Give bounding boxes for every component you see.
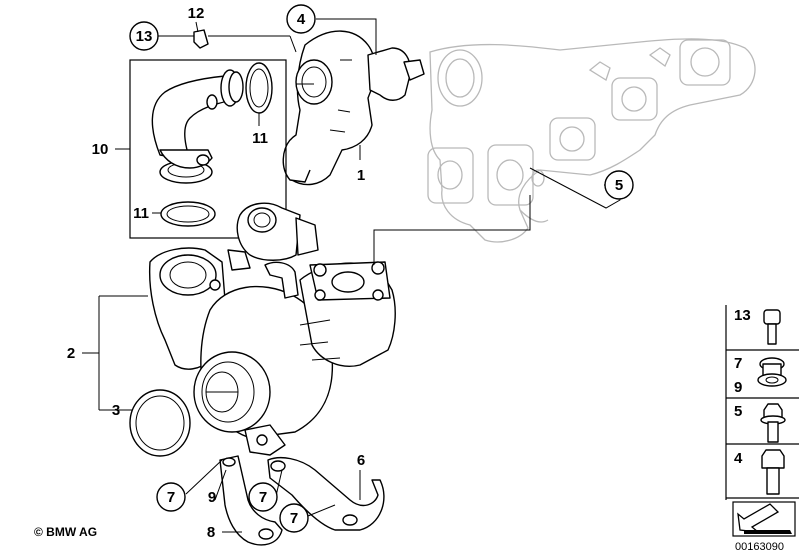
callout-7-right: 7 — [279, 503, 309, 533]
direction-arrow-icon — [732, 501, 796, 537]
callout-11-lower: 11 — [133, 205, 149, 222]
svg-text:10: 10 — [92, 141, 109, 158]
svg-text:11: 11 — [252, 130, 268, 147]
callout-4: 4 — [286, 4, 316, 34]
callout-1: 1 — [357, 167, 365, 184]
flange-bolt-icon — [760, 403, 786, 443]
svg-text:12: 12 — [188, 5, 205, 22]
legend-label-9: 9 — [734, 379, 742, 396]
callout-2: 2 — [67, 345, 75, 362]
svg-text:11: 11 — [133, 205, 149, 222]
callout-5: 5 — [604, 170, 634, 200]
callout-10: 10 — [92, 141, 109, 158]
exhaust-manifold-ghost — [427, 38, 756, 243]
socket-head-screw-icon — [763, 309, 781, 345]
svg-text:2: 2 — [67, 345, 75, 362]
svg-text:13: 13 — [136, 28, 153, 45]
clip-part-12 — [193, 29, 209, 49]
svg-text:7: 7 — [290, 510, 298, 527]
legend-label-13: 13 — [734, 307, 751, 324]
svg-text:4: 4 — [297, 11, 306, 28]
gasket-part-3 — [129, 389, 191, 457]
legend-label-4: 4 — [734, 450, 743, 467]
svg-text:5: 5 — [615, 177, 623, 194]
bracket-part-8 — [219, 455, 283, 546]
svg-text:7: 7 — [259, 489, 267, 506]
turbocharger-main-part-2 — [148, 202, 396, 456]
fastener-legend: 13 7 9 5 4 — [725, 305, 799, 537]
document-number: 00163090 — [735, 541, 784, 553]
legend-label-5: 5 — [734, 403, 742, 420]
svg-text:8: 8 — [207, 524, 215, 541]
svg-text:6: 6 — [357, 452, 365, 469]
svg-text:1: 1 — [357, 167, 365, 184]
callout-8: 8 — [207, 524, 215, 541]
callout-12: 12 — [188, 5, 205, 22]
flange-nut-icon — [757, 357, 787, 387]
callout-9: 9 — [208, 489, 216, 506]
intake-pipe-part-10 — [129, 59, 287, 239]
callout-11-upper: 11 — [252, 130, 268, 147]
copyright-text: © BMW AG — [34, 525, 98, 539]
o-ring-part-11-upper — [245, 62, 273, 114]
callout-7-middle: 7 — [248, 482, 278, 512]
callout-13: 13 — [129, 21, 159, 51]
svg-text:3: 3 — [112, 402, 120, 419]
leader-lines — [82, 18, 621, 533]
bracket-part-6 — [267, 457, 385, 531]
svg-text:7: 7 — [167, 489, 175, 506]
legend-label-7: 7 — [734, 355, 742, 372]
callout-7-left: 7 — [156, 482, 186, 512]
turbocharger-small-part-4 — [282, 30, 425, 186]
o-ring-part-11-lower — [160, 201, 216, 227]
callout-3: 3 — [112, 402, 120, 419]
callout-6: 6 — [357, 452, 365, 469]
svg-text:9: 9 — [208, 489, 216, 506]
hex-bolt-icon — [761, 449, 785, 495]
